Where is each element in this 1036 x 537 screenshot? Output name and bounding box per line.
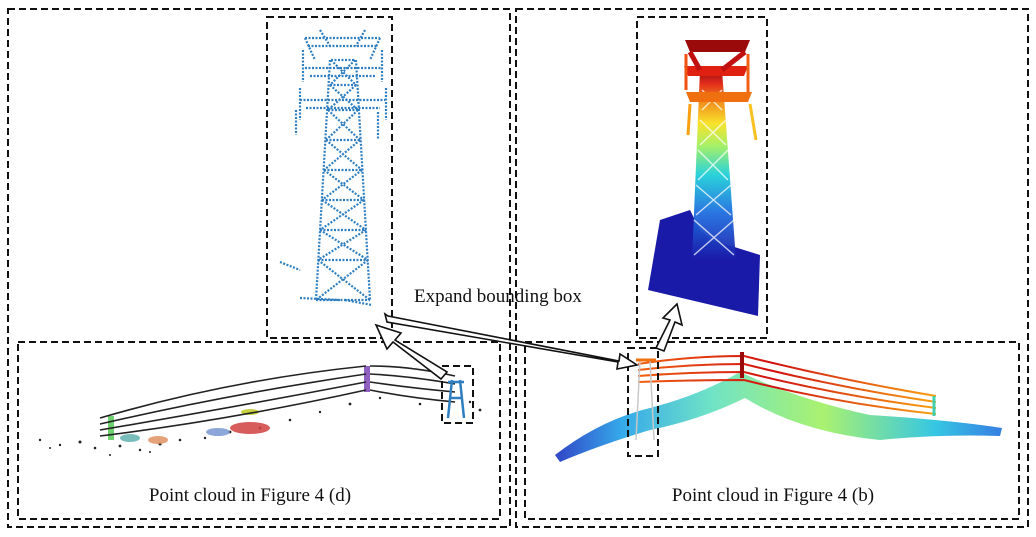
expand-label: Expand bounding box: [414, 286, 582, 307]
left-tower-small-box: [441, 365, 474, 424]
right-panel-border: [515, 8, 1029, 528]
rainbow-tower-pointcloud: [648, 40, 760, 316]
arrow-left-to-zoom: [374, 323, 449, 381]
right-tower-small-box: [627, 347, 659, 457]
blue-tower-pointcloud: [279, 29, 388, 307]
left-tower-zoom-box: [266, 16, 393, 339]
right-scene-box: [524, 341, 1020, 520]
right-caption: Point cloud in Figure 4 (b): [672, 485, 874, 506]
left-panel-border: [7, 8, 511, 528]
expand-arrows: [374, 302, 684, 381]
right-scene-pointcloud: [555, 347, 1002, 462]
left-scene-pointcloud: [38, 365, 482, 456]
arrow-right-to-zoom: [654, 302, 684, 353]
left-caption: Point cloud in Figure 4 (d): [149, 485, 351, 506]
right-tower-zoom-box: [636, 16, 768, 339]
arrow-long-to-right: [383, 312, 640, 371]
